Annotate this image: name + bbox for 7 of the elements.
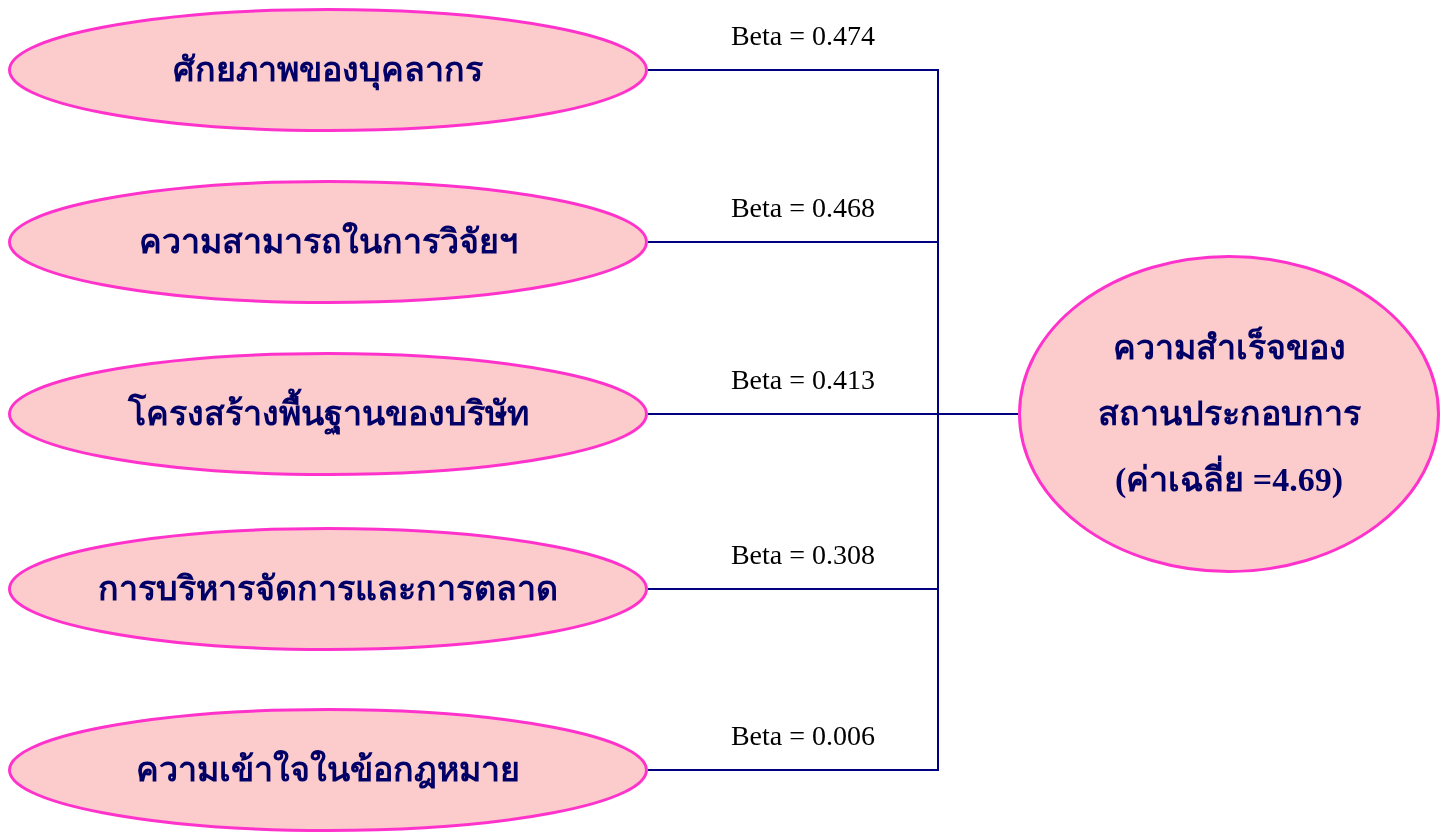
node-label: สถานประกอบการ bbox=[1097, 393, 1361, 434]
node-label: การบริหารจัดการและการตลาด bbox=[98, 568, 558, 609]
node-label: ความสำเร็จของ bbox=[1112, 325, 1346, 368]
node-label: ความเข้าใจในข้อกฎหมาย bbox=[136, 749, 520, 791]
node-label: ศักยภาพของบุคลากร bbox=[173, 47, 483, 93]
node-label: ความสามารถในการวิจัยฯ bbox=[138, 221, 518, 262]
node-label: (ค่าเฉลี่ย =4.69) bbox=[1115, 447, 1343, 514]
